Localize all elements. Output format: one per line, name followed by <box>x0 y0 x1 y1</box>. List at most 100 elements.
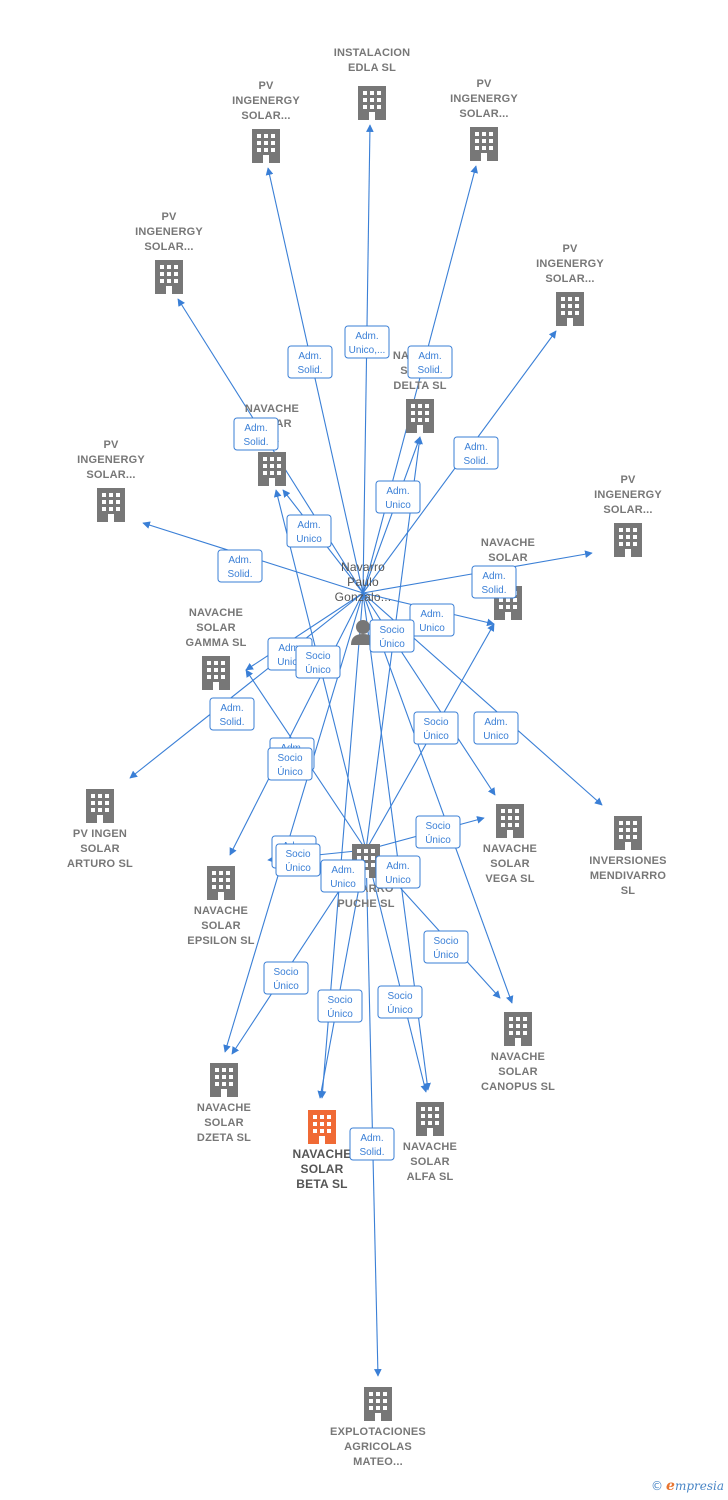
edge-label-box <box>286 514 332 548</box>
node-label-line: ALFA SL <box>407 1171 454 1183</box>
edge-label-e15[interactable]: Adm.Unico <box>473 711 519 745</box>
building-icon <box>252 129 280 163</box>
edge-label-e8[interactable]: Adm.Solid. <box>217 549 263 583</box>
edge-label-text: Solid. <box>227 569 252 580</box>
edge-label-e22[interactable]: Adm.Unico <box>320 859 366 893</box>
node-label-line: INGENERGY <box>77 454 145 466</box>
edge-label-box <box>275 843 321 877</box>
edge-label-e10[interactable]: Adm. Unico <box>409 603 455 637</box>
node-person[interactable]: NavarroPauloGonzalo... <box>335 560 392 645</box>
brand-e: e <box>666 1478 675 1494</box>
edge-label-text: Adm. <box>420 609 443 620</box>
edge-label-text: Adm. <box>464 442 487 453</box>
edge-label-e7[interactable]: Adm.Unico <box>286 514 332 548</box>
edge-label-e5[interactable]: Adm. Solid. <box>453 436 499 470</box>
node-label-line: SOLAR <box>201 920 241 932</box>
edge-label-text: Adm. <box>386 861 409 872</box>
building-icon <box>416 1102 444 1136</box>
empresia-logo[interactable]: ©empresia <box>651 1478 724 1494</box>
edge-label-box <box>317 989 363 1023</box>
edge-label-e14[interactable]: Adm.Solid. <box>209 697 255 731</box>
building-icon <box>614 523 642 557</box>
edge-label-e23[interactable]: Adm. Unico <box>375 855 421 889</box>
edge-label-text: Solid. <box>219 717 244 728</box>
node-label-line: NAVACHE <box>197 1102 251 1114</box>
node-pv2[interactable]: PVINGENERGYSOLAR... <box>450 78 518 161</box>
building-icon <box>155 260 183 294</box>
edge-label-text: Adm. <box>484 717 507 728</box>
node-pv6[interactable]: PVINGENERGYSOLAR... <box>594 474 662 557</box>
edge-label-text: Solid. <box>463 456 488 467</box>
edge-label-text: Único <box>305 663 331 676</box>
node-label-line: Paulo <box>347 575 379 589</box>
node-label-line: INGENERGY <box>135 226 203 238</box>
edge-label-text: Solid. <box>359 1147 384 1158</box>
node-label-line: EXPLOTACIONES <box>330 1426 426 1438</box>
edge-label-box <box>287 345 333 379</box>
node-label-line: SOLAR... <box>545 273 594 285</box>
node-label-line: SOLAR... <box>241 110 290 122</box>
node-label-line: SOLAR... <box>144 241 193 253</box>
edge-label-text: Adm. <box>244 423 267 434</box>
building-icon <box>97 488 125 522</box>
edge-label-text: Socio <box>433 936 458 947</box>
edge-label-text: Unico <box>385 875 411 886</box>
edge-label-text: Adm. <box>331 865 354 876</box>
edge-label-text: Socio <box>423 717 448 728</box>
edge-label-text: Adm. <box>482 571 505 582</box>
node-label-line: ARTURO SL <box>67 858 133 870</box>
edge-label-e4[interactable]: Adm.Solid. <box>233 417 279 451</box>
edge-label-box <box>369 619 415 653</box>
edge-label-e3[interactable]: Adm.Solid. <box>407 345 453 379</box>
node-pv3[interactable]: PVINGENERGYSOLAR... <box>135 211 203 294</box>
edge-label-e1[interactable]: Adm.Unico,... <box>344 325 390 359</box>
building-icon <box>202 656 230 690</box>
node-pv1[interactable]: PVINGENERGYSOLAR... <box>232 80 300 163</box>
edge-line <box>245 592 364 671</box>
edge-label-text: Solid. <box>417 365 442 376</box>
node-explotaciones[interactable]: EXPLOTACIONESAGRICOLASMATEO... <box>330 1387 426 1468</box>
edge-label-e6[interactable]: Adm.Unico <box>375 480 421 514</box>
edge-label-e2[interactable]: Adm.Solid. <box>287 345 333 379</box>
node-label-line: INVERSIONES <box>589 855 666 867</box>
edge-label-text: Único <box>423 729 449 742</box>
edge-label-box <box>377 985 423 1019</box>
edge-label-text: Socio <box>379 625 404 636</box>
edge-label-e28[interactable]: Adm.Solid. <box>349 1127 395 1161</box>
edge-label-box <box>413 711 459 745</box>
node-label-line: SOLAR <box>488 552 528 564</box>
edge-label-text: Unico <box>385 500 411 511</box>
node-label-line: MATEO... <box>353 1456 403 1468</box>
node-pv4[interactable]: PVINGENERGYSOLAR... <box>536 243 604 326</box>
edge-label-text: Unico <box>419 623 445 634</box>
node-pv5[interactable]: PVINGENERGYSOLAR... <box>77 439 145 522</box>
edge-label-text: Único <box>277 765 303 778</box>
node-label-line: SOLAR... <box>459 108 508 120</box>
edge-label-e9[interactable]: Adm.Solid. <box>471 565 517 599</box>
node-label-line: SOLAR <box>301 1162 344 1176</box>
node-label-line: NAVACHE <box>293 1147 352 1161</box>
edge-label-box <box>320 859 366 893</box>
node-label-line: NAVACHE <box>483 843 537 855</box>
node-label-line: SOLAR... <box>86 469 135 481</box>
